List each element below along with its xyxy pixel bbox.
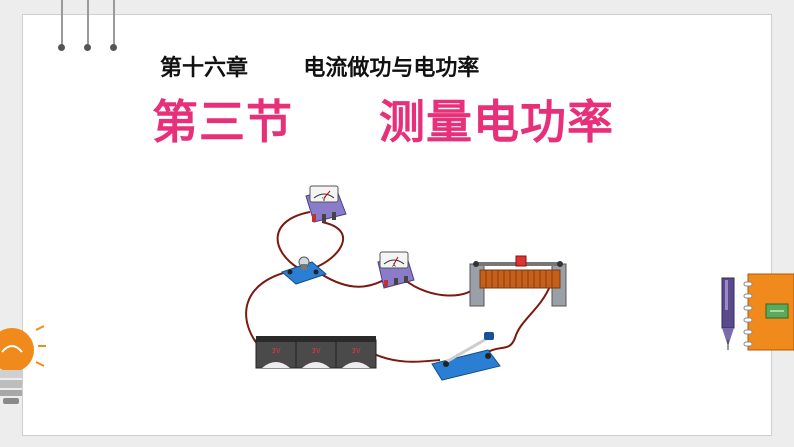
slide-canvas bbox=[22, 14, 772, 436]
voltmeter-label: V bbox=[322, 197, 326, 203]
binder-ring-hole-2 bbox=[84, 44, 91, 51]
pen-icon bbox=[721, 277, 735, 350]
section-number: 第三节 bbox=[152, 95, 293, 149]
battery-cell-1: 3V bbox=[255, 336, 297, 369]
notebook-icon bbox=[743, 273, 794, 351]
section-name: 测量电功率 bbox=[379, 95, 615, 149]
battery-label-1: 3V bbox=[271, 347, 280, 355]
voltmeter: V bbox=[305, 185, 347, 223]
binder-ring-hole-3 bbox=[110, 44, 117, 51]
chapter-heading: 第十六章 电流做功与电功率 bbox=[160, 50, 620, 82]
battery-label-2: 3V bbox=[311, 347, 320, 355]
wire-bulb-to-battery bbox=[245, 269, 297, 351]
chapter-name: 电流做功与电功率 bbox=[303, 56, 480, 81]
binder-ring-1 bbox=[61, 0, 63, 46]
wire-rheostat-to-switch bbox=[487, 285, 551, 353]
wire-voltmeter-left bbox=[276, 211, 311, 269]
lightbulb-icon bbox=[0, 325, 46, 404]
battery-pack: 3V 3V 3V bbox=[255, 336, 377, 369]
binder-ring-2 bbox=[87, 0, 89, 46]
ammeter: A bbox=[377, 251, 415, 289]
battery-label-3: 3V bbox=[351, 347, 360, 355]
section-heading: 第三节 测量电功率 bbox=[152, 86, 672, 152]
rheostat bbox=[469, 255, 567, 307]
bulb-holder bbox=[281, 256, 327, 285]
battery-cell-2: 3V bbox=[295, 336, 337, 369]
binder-ring-3 bbox=[113, 0, 115, 46]
wire-voltmeter-right bbox=[313, 221, 344, 269]
chapter-number: 第十六章 bbox=[160, 56, 249, 81]
wire-bulb-to-ammeter bbox=[317, 271, 385, 288]
battery-cell-3: 3V bbox=[335, 336, 377, 369]
wire-battery-to-switch bbox=[369, 351, 441, 363]
knife-switch bbox=[431, 332, 501, 381]
ammeter-label: A bbox=[392, 263, 396, 269]
wire-ammeter-to-rheostat bbox=[404, 279, 479, 297]
binder-ring-hole-1 bbox=[58, 44, 65, 51]
